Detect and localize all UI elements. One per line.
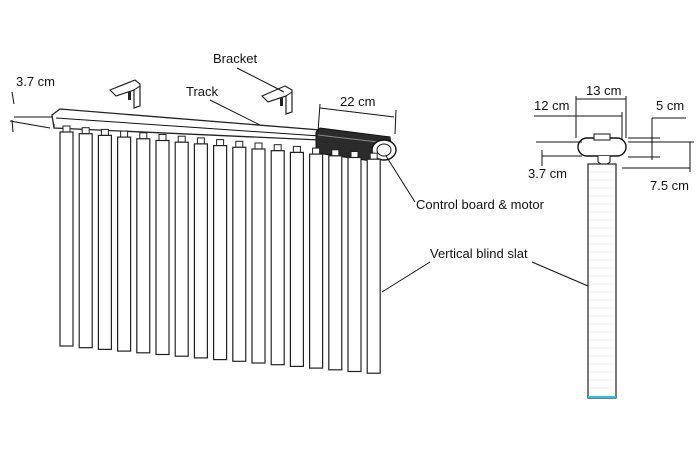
slat (174, 135, 189, 357)
dim-motor-length-label: 22 cm (340, 94, 375, 109)
dim-profile-13: 13 cm (575, 83, 627, 138)
dim-track-height-label: 3.7 cm (16, 74, 55, 89)
bracket-leader (236, 67, 285, 93)
control-leader (385, 155, 416, 203)
slat (289, 145, 304, 367)
slat-leader-left (381, 261, 431, 293)
dim-profile-37: 3.7 cm (528, 141, 582, 181)
slat (136, 132, 151, 354)
bracket-right (260, 85, 293, 115)
slat (78, 127, 93, 349)
dim-13-label: 13 cm (586, 83, 621, 98)
track-leader (209, 99, 263, 127)
slat (270, 144, 285, 366)
profile-view (577, 133, 627, 399)
slat (213, 139, 228, 361)
slat (347, 151, 362, 373)
slat (366, 152, 381, 374)
slat-label: Vertical blind slat (430, 246, 528, 261)
dim-profile-5: 5 cm (628, 98, 686, 160)
control-label: Control board & motor (416, 197, 545, 212)
slat (59, 125, 74, 347)
dim-motor-length: 22 cm (317, 94, 397, 135)
dim-75-label: 7.5 cm (650, 178, 689, 193)
slat (232, 140, 247, 362)
dim-5-label: 5 cm (656, 98, 684, 113)
slat (155, 134, 170, 356)
slat (116, 130, 132, 352)
dim-track-height: 3.7 cm (9, 74, 55, 133)
slat-leader-right (531, 261, 589, 287)
dim-profile-12: 12 cm (534, 98, 623, 140)
bracket-left (108, 79, 141, 109)
slat (193, 137, 208, 359)
track-label: Track (186, 84, 219, 99)
bracket-label: Bracket (213, 51, 257, 66)
slat (97, 128, 113, 350)
slat (251, 142, 266, 364)
dim-37-label: 3.7 cm (528, 166, 567, 181)
dim-12-label: 12 cm (534, 98, 569, 113)
dim-profile-75: 7.5 cm (622, 141, 694, 193)
slat (328, 149, 343, 371)
slat-group (59, 125, 381, 374)
slat (309, 147, 324, 369)
